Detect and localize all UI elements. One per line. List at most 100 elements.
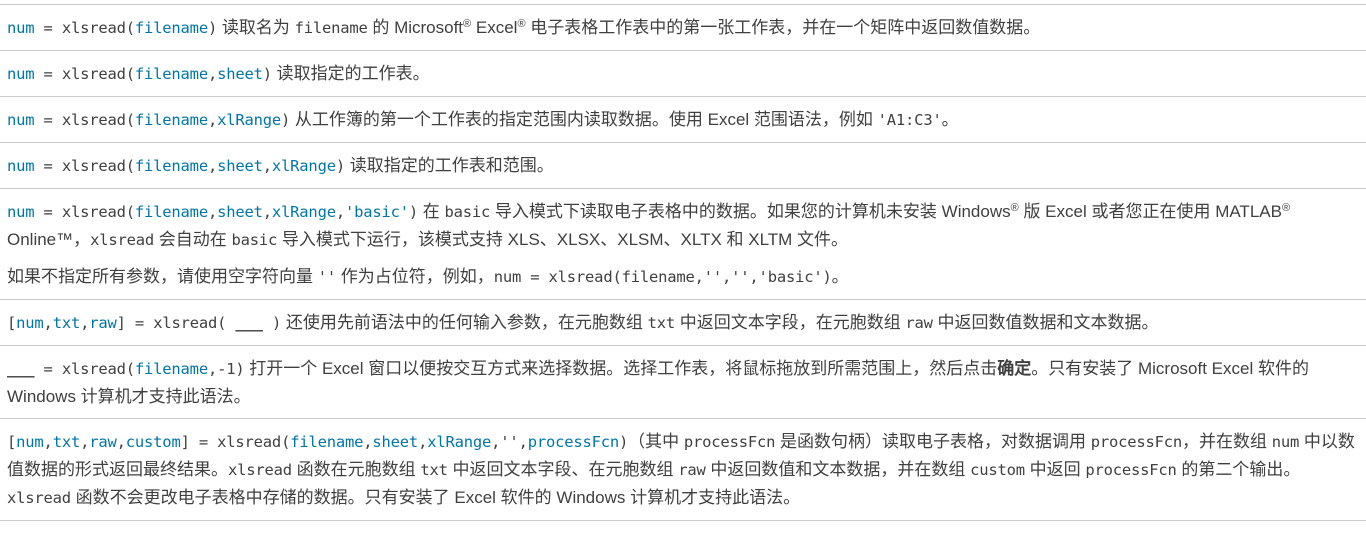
inline-code: basic: [444, 203, 491, 221]
paren: (: [125, 157, 135, 175]
desc-text: 中返回数值数据和文本数据。: [932, 313, 1159, 332]
syntax-row-2: num = xlsread(filename,sheet) 读取指定的工作表。: [0, 51, 1366, 97]
args-placeholder: ___: [235, 314, 263, 332]
equals-sign: =: [34, 65, 62, 83]
syntax-description: ___ = xlsread(filename,-1) 打开一个 Excel 窗口…: [7, 355, 1359, 410]
desc-text: 中以数值数据的形式返回最终结果。: [7, 432, 1355, 479]
comma: ,: [207, 111, 218, 129]
equals-sign: =: [34, 19, 62, 37]
syntax-description: num = xlsread(filename) 读取名为 filename 的 …: [7, 14, 1359, 42]
output-arg-num[interactable]: num: [7, 111, 35, 129]
output-arg-num[interactable]: num: [7, 157, 35, 175]
desc-text: 导入模式下运行，该模式支持 XLS、XLSX、XLSM、XLTX 和 XLTM …: [277, 230, 849, 249]
desc-text: 是函数句柄）读取电子表格，对数据调用: [775, 432, 1091, 451]
comma: ,: [80, 433, 90, 451]
input-arg-processfcn[interactable]: processFcn: [527, 433, 620, 451]
desc-text: 。: [941, 110, 959, 129]
desc-text: 还使用先前语法中的任何输入参数，在元胞数组: [285, 313, 648, 332]
output-arg-num[interactable]: num: [7, 203, 35, 221]
syntax-description: num = xlsread(filename,sheet,xlRange) 读取…: [7, 152, 1359, 180]
inline-code: txt: [420, 461, 448, 479]
desc-text: 。: [831, 267, 849, 286]
input-arg-xlrange[interactable]: xlRange: [427, 433, 492, 451]
comma: ,: [207, 203, 218, 221]
input-arg-sheet[interactable]: sheet: [217, 65, 263, 83]
input-arg-filename[interactable]: filename: [134, 203, 208, 221]
input-arg-filename[interactable]: filename: [134, 360, 208, 378]
paren: (: [281, 433, 291, 451]
desc-text: 会自动在: [154, 230, 232, 249]
comma: ,: [116, 433, 126, 451]
paren: ): [271, 314, 282, 332]
inline-code: filename: [294, 19, 368, 37]
input-arg-filename[interactable]: filename: [134, 157, 208, 175]
equals-sign: =: [34, 203, 62, 221]
bracket: [: [7, 433, 17, 451]
output-arg-raw[interactable]: raw: [89, 433, 117, 451]
input-arg-xlrange[interactable]: xlRange: [271, 203, 336, 221]
comma: ,: [262, 203, 272, 221]
desc-text: 导入模式下读取电子表格中的数据。如果您的计算机未安装 Windows: [490, 202, 1011, 221]
comma: ,: [518, 433, 528, 451]
function-name: xlsread: [61, 111, 126, 129]
equals-sign: =: [125, 314, 154, 332]
desc-text: 读取名为: [221, 18, 295, 37]
paren: (: [125, 203, 135, 221]
syntax-row-6: [num,txt,raw] = xlsread( ___ ) 还使用先前语法中的…: [0, 300, 1366, 346]
input-arg-filename[interactable]: filename: [134, 111, 208, 129]
paren: ): [408, 203, 419, 221]
input-arg-xlrange[interactable]: xlRange: [217, 111, 282, 129]
syntax-row-5: num = xlsread(filename,sheet,xlRange,'ba…: [0, 189, 1366, 300]
inline-code: custom: [970, 461, 1025, 479]
desc-text: （其中: [628, 432, 684, 451]
input-arg-sheet[interactable]: sheet: [217, 157, 263, 175]
desc-text: 版 Excel 或者您正在使用 MATLAB: [1018, 202, 1282, 221]
paren: (: [125, 111, 135, 129]
inline-code: raw: [678, 461, 706, 479]
inline-code: xlsread: [228, 461, 292, 479]
output-arg-num[interactable]: num: [7, 19, 35, 37]
output-arg-num[interactable]: num: [16, 433, 44, 451]
desc-text: 打开一个 Excel 窗口以便按交互方式来选择数据。选择工作表，将鼠标拖放到所需…: [249, 359, 998, 378]
comma: ,: [363, 433, 373, 451]
output-arg-num[interactable]: num: [16, 314, 44, 332]
syntax-signature: ___ = xlsread(filename,-1): [7, 360, 245, 378]
output-arg-custom[interactable]: custom: [125, 433, 181, 451]
output-arg-num[interactable]: num: [7, 65, 35, 83]
comma: ,: [80, 314, 90, 332]
inline-code: 'A1:C3': [877, 111, 942, 129]
bracket: [: [7, 314, 17, 332]
desc-text: 作为占位符，例如，: [336, 267, 494, 286]
input-arg-xlrange[interactable]: xlRange: [271, 157, 336, 175]
equals-sign: =: [34, 111, 62, 129]
input-arg-filename[interactable]: filename: [134, 19, 208, 37]
inline-code: basic: [231, 231, 278, 249]
input-arg-sheet[interactable]: sheet: [372, 433, 419, 451]
input-arg-filename[interactable]: filename: [134, 65, 208, 83]
syntax-description: [num,txt,raw] = xlsread( ___ ) 还使用先前语法中的…: [7, 309, 1359, 337]
input-arg-basic[interactable]: 'basic': [344, 203, 409, 221]
registered-mark: ®: [1281, 202, 1291, 214]
registered-mark: ®: [463, 18, 472, 30]
input-arg-filename[interactable]: filename: [290, 433, 364, 451]
comma: ,: [43, 433, 53, 451]
bracket: ]: [180, 433, 190, 451]
equals-sign: =: [189, 433, 218, 451]
syntax-row-7: ___ = xlsread(filename,-1) 打开一个 Excel 窗口…: [0, 346, 1366, 419]
output-arg-txt[interactable]: txt: [52, 433, 81, 451]
syntax-signature: [num,txt,raw] = xlsread( ___ ): [7, 314, 281, 332]
empty-char-arg: '': [500, 433, 519, 451]
syntax-signature: num = xlsread(filename): [7, 19, 217, 37]
syntax-signature: num = xlsread(filename,sheet,xlRange): [7, 157, 345, 175]
desc-text: 在: [422, 202, 445, 221]
paren: ): [335, 157, 345, 175]
output-arg-raw[interactable]: raw: [89, 314, 117, 332]
inline-code: txt: [647, 314, 676, 332]
syntax-signature: num = xlsread(filename,sheet,xlRange,'ba…: [7, 203, 418, 221]
desc-text: 从工作簿的第一个工作表的指定范围内读取数据。使用 Excel 范围语法，例如: [294, 110, 878, 129]
desc-text: Online™，: [7, 230, 91, 249]
output-arg-txt[interactable]: txt: [52, 314, 81, 332]
registered-mark: ®: [517, 18, 526, 30]
outputs-placeholder: ___: [7, 360, 35, 378]
input-arg-sheet[interactable]: sheet: [217, 203, 263, 221]
